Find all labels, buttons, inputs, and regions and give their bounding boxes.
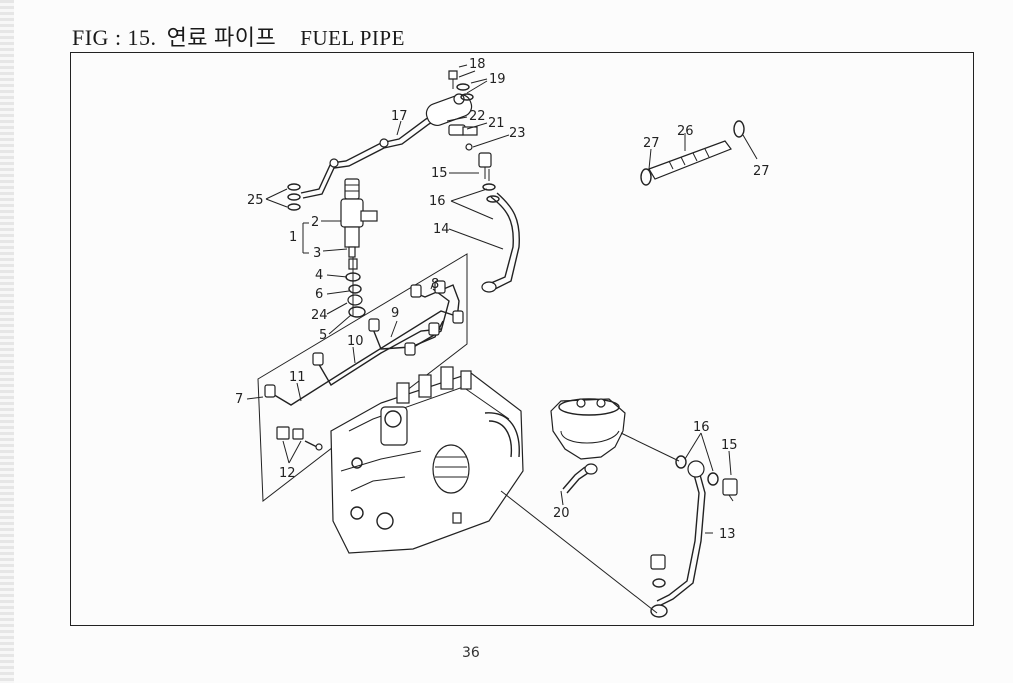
figure-title: FIG : 15. 연료 파이프 FUEL PIPE bbox=[72, 20, 415, 52]
figure-title-english: FUEL PIPE bbox=[300, 26, 405, 50]
callout-5: 5 bbox=[319, 328, 327, 343]
fuel-pipe-13 bbox=[650, 455, 738, 618]
callout-26: 26 bbox=[677, 124, 694, 139]
callout-21: 21 bbox=[488, 116, 505, 131]
banjo-bolt-18 bbox=[448, 70, 474, 101]
callout-15-upper: 15 bbox=[431, 166, 448, 181]
figure-number: FIG : 15. bbox=[72, 25, 157, 50]
binding-edge bbox=[0, 0, 14, 683]
assembly-lines bbox=[352, 70, 680, 614]
injection-pump bbox=[330, 366, 524, 554]
callout-17: 17 bbox=[391, 109, 408, 124]
pipe-20 bbox=[562, 463, 598, 494]
leader-lines bbox=[246, 64, 758, 534]
callout-15-lower: 15 bbox=[721, 438, 738, 453]
callout-14: 14 bbox=[433, 222, 450, 237]
callout-10: 10 bbox=[347, 334, 364, 349]
callout-8: 8 bbox=[431, 277, 439, 292]
callout-4: 4 bbox=[315, 268, 323, 283]
injection-pipe-panel bbox=[257, 253, 468, 502]
callout-12: 12 bbox=[279, 466, 296, 481]
fuel-hose-26 bbox=[640, 120, 745, 186]
callout-9: 9 bbox=[391, 306, 399, 321]
callout-19: 19 bbox=[489, 72, 506, 87]
exploded-parts-diagram: 18 19 17 22 21 23 15 16 14 25 2 1 3 4 6 … bbox=[235, 57, 770, 618]
callout-13: 13 bbox=[719, 527, 736, 542]
return-pipe-14 bbox=[478, 152, 520, 293]
callout-27-right: 27 bbox=[753, 164, 770, 179]
callout-11: 11 bbox=[289, 370, 306, 385]
leak-off-pipe bbox=[300, 93, 473, 199]
callout-labels: 18 19 17 22 21 23 15 16 14 25 2 1 3 4 6 … bbox=[235, 57, 770, 542]
washer-25 bbox=[287, 183, 301, 211]
callout-1: 1 bbox=[289, 230, 297, 245]
callout-23: 23 bbox=[509, 126, 526, 141]
callout-22: 22 bbox=[469, 109, 486, 124]
injection-nozzle bbox=[340, 178, 378, 258]
callout-27-left: 27 bbox=[643, 136, 660, 151]
callout-7: 7 bbox=[235, 392, 243, 407]
callout-16-lower: 16 bbox=[693, 420, 710, 435]
callout-20: 20 bbox=[553, 506, 570, 521]
page-number: 36 bbox=[462, 645, 480, 661]
callout-3: 3 bbox=[313, 246, 321, 261]
callout-25: 25 bbox=[247, 193, 264, 208]
callout-16-upper: 16 bbox=[429, 194, 446, 209]
overflow-valve-21 bbox=[448, 124, 478, 151]
callout-24: 24 bbox=[311, 308, 328, 323]
callout-18: 18 bbox=[469, 57, 486, 72]
diagram-frame: 18 19 17 22 21 23 15 16 14 25 2 1 3 4 6 … bbox=[70, 52, 974, 626]
callout-6: 6 bbox=[315, 287, 323, 302]
nozzle-seals bbox=[345, 258, 366, 318]
figure-title-korean: 연료 파이프 bbox=[166, 25, 277, 50]
callout-2: 2 bbox=[311, 215, 319, 230]
fuel-filter-head bbox=[550, 398, 626, 460]
